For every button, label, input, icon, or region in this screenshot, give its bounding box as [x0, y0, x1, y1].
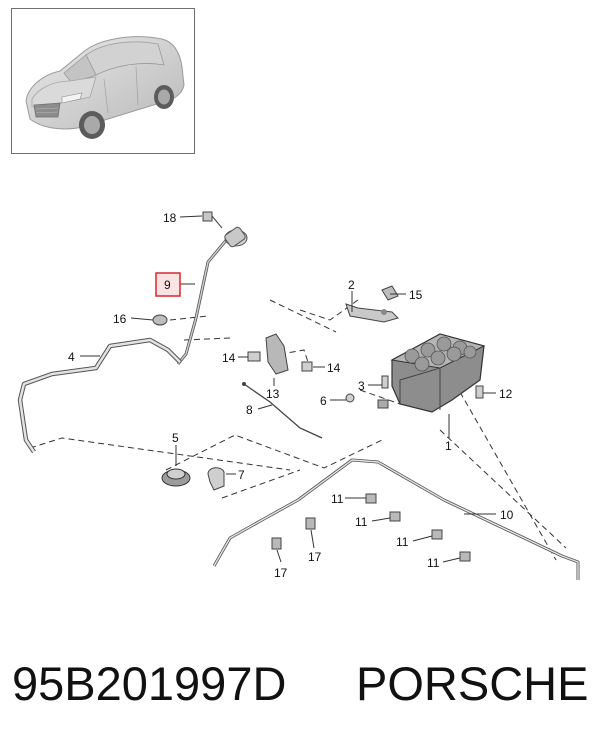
callout-15: 15 [409, 288, 423, 302]
part-2-bracket [345, 303, 399, 323]
callout-11-b: 11 [355, 515, 368, 529]
callout-6: 6 [320, 394, 327, 408]
part-9-filler-pipe [176, 226, 248, 365]
callout-14-right: 14 [327, 361, 341, 375]
callout-5: 5 [172, 431, 179, 445]
part-15-clip [381, 285, 399, 301]
callout-7: 7 [238, 468, 245, 482]
callout-2: 2 [348, 278, 355, 292]
callout-14-left: 14 [222, 351, 236, 365]
callout-labels: 18 9 16 4 2 15 14 14 13 3 12 6 8 1 5 7 1… [68, 211, 514, 580]
leader-lines [80, 215, 496, 563]
part-5-ring-nut [161, 468, 191, 487]
car-illustration [25, 36, 185, 139]
callout-12: 12 [499, 387, 513, 401]
callout-11-c: 11 [396, 535, 409, 549]
exploded-parts-diagram: 18 9 16 4 2 15 14 14 13 3 12 6 8 1 5 7 1… [17, 211, 580, 580]
callout-9: 9 [164, 278, 171, 292]
line-clips [271, 493, 471, 562]
screws [345, 375, 484, 403]
part-number: 95B201997D [12, 657, 287, 710]
callout-17-b: 17 [308, 550, 322, 564]
brand-name: PORSCHE [356, 657, 589, 710]
part-18-clip [202, 211, 223, 229]
callout-17-a: 17 [274, 566, 288, 580]
part-caption: 95B201997D PORSCHE [12, 650, 592, 730]
highlighted-callout-box [155, 272, 181, 297]
part-13-bracket [247, 333, 313, 375]
part-10-vent-line [212, 458, 580, 580]
part-4-vent-pipe [17, 337, 182, 454]
part-8-cable [242, 382, 323, 439]
callout-11-d: 11 [427, 556, 440, 570]
callout-13: 13 [266, 387, 280, 401]
assembly-dashed-lines [29, 299, 567, 561]
part-16-grommet [152, 314, 168, 326]
part-1-carbon-canister [377, 333, 486, 413]
part-7-clip [207, 467, 225, 491]
callout-4: 4 [68, 350, 75, 364]
callout-16: 16 [113, 312, 127, 326]
callout-10: 10 [500, 508, 514, 522]
vehicle-thumbnail [11, 8, 195, 154]
callout-8: 8 [246, 403, 253, 417]
callout-11-a: 11 [331, 492, 344, 506]
callout-1: 1 [445, 439, 452, 453]
callout-18: 18 [163, 211, 177, 225]
callout-3: 3 [358, 379, 365, 393]
